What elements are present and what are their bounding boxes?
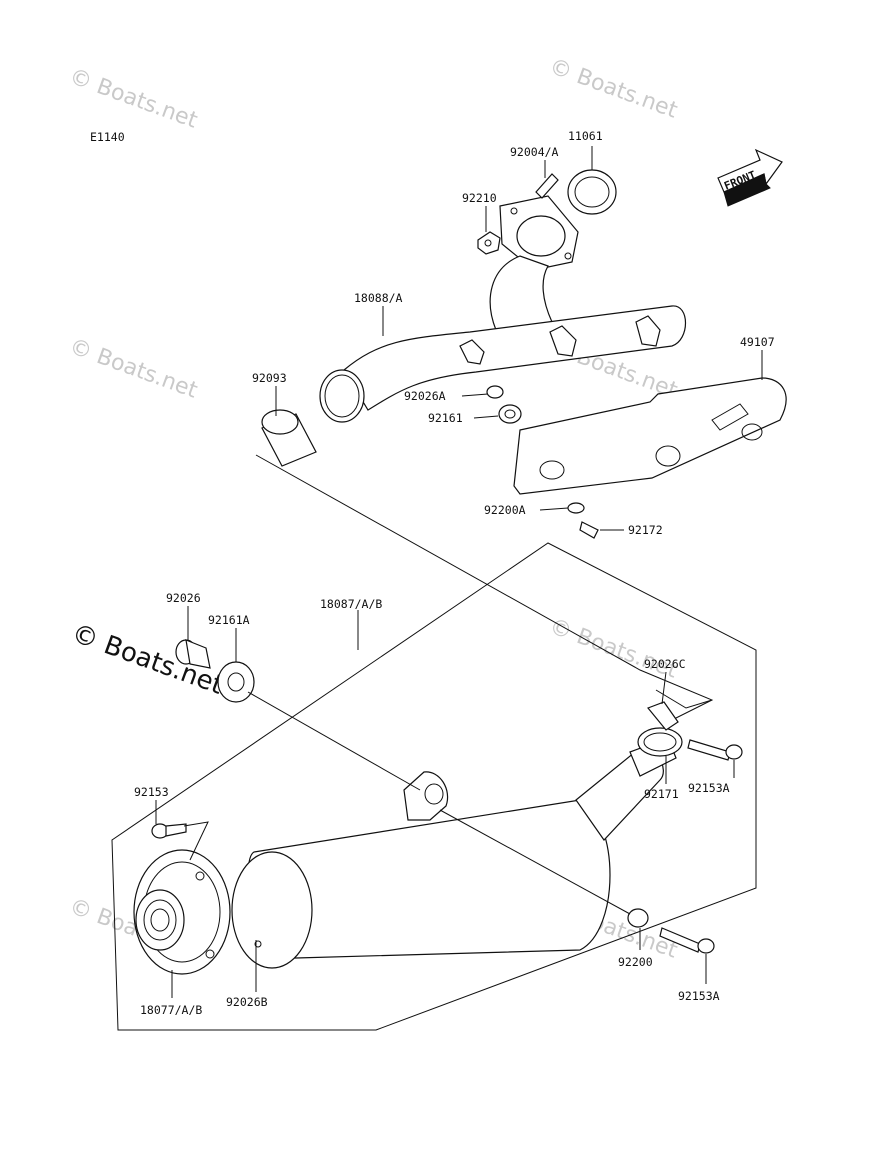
leader-lines	[155, 146, 763, 998]
damper-92161-drawing	[498, 404, 522, 424]
collar-92026a-drawing	[486, 385, 504, 399]
watermark-top-left: © Boats.net	[66, 64, 201, 134]
watermark-center-right: © Boats.net	[546, 614, 681, 684]
diagram-code: E1140	[90, 130, 125, 144]
watermark-mid-left: © Boats.net	[66, 334, 201, 404]
screw-92172-drawing	[579, 521, 599, 539]
watermark-top-right: © Boats.net	[546, 54, 681, 124]
washer-92200-drawing	[627, 908, 649, 928]
clamp-92171-drawing	[637, 701, 683, 757]
label-92026b[interactable]: 92026B	[226, 995, 268, 1009]
label-92026a[interactable]: 92026A	[404, 389, 446, 403]
label-11061[interactable]: 11061	[568, 129, 603, 143]
label-49107[interactable]: 49107	[740, 335, 775, 349]
label-18087ab[interactable]: 18087/A/B	[320, 597, 382, 611]
label-92200a[interactable]: 92200A	[484, 503, 526, 517]
label-92161[interactable]: 92161	[428, 411, 463, 425]
header-pipe-drawing	[319, 195, 686, 423]
label-18077ab[interactable]: 18077/A/B	[140, 1003, 202, 1017]
bolt-92153a-bottom-drawing	[659, 927, 715, 954]
label-92172[interactable]: 92172	[628, 523, 663, 537]
gasket-92093-drawing	[261, 409, 317, 467]
end-cap-18077-drawing	[133, 849, 262, 975]
front-arrow-icon: FRONT	[717, 148, 783, 207]
label-92093[interactable]: 92093	[252, 371, 287, 385]
washer-92200a-drawing	[567, 502, 585, 514]
label-92153a-top[interactable]: 92153A	[688, 781, 730, 795]
stud-92004a-drawing	[535, 173, 559, 199]
label-92171[interactable]: 92171	[644, 787, 679, 801]
label-92153a-bottom[interactable]: 92153A	[678, 989, 720, 1003]
part-labels: 11061 92004/A 92210 18088/A 49107 92093 …	[134, 129, 775, 1017]
header-connection-line	[255, 454, 714, 721]
bolt-92153-drawing	[151, 823, 187, 839]
nut-92210-drawing	[477, 231, 501, 255]
label-92026c[interactable]: 92026C	[644, 657, 686, 671]
collar-92026-drawing	[175, 639, 211, 669]
label-92153[interactable]: 92153	[134, 785, 169, 799]
gasket-11061-drawing	[567, 169, 617, 215]
label-92026[interactable]: 92026	[166, 591, 201, 605]
muffler-18087-drawing	[231, 737, 677, 969]
label-92200[interactable]: 92200	[618, 955, 653, 969]
label-92210[interactable]: 92210	[462, 191, 497, 205]
muffler-group-outline	[111, 542, 757, 1031]
label-92004a[interactable]: 92004/A	[510, 145, 559, 159]
damper-92161a-drawing	[217, 661, 255, 703]
label-18088a[interactable]: 18088/A	[354, 291, 403, 305]
label-92161a[interactable]: 92161A	[208, 613, 250, 627]
bolt-92153a-top-drawing	[687, 739, 743, 761]
